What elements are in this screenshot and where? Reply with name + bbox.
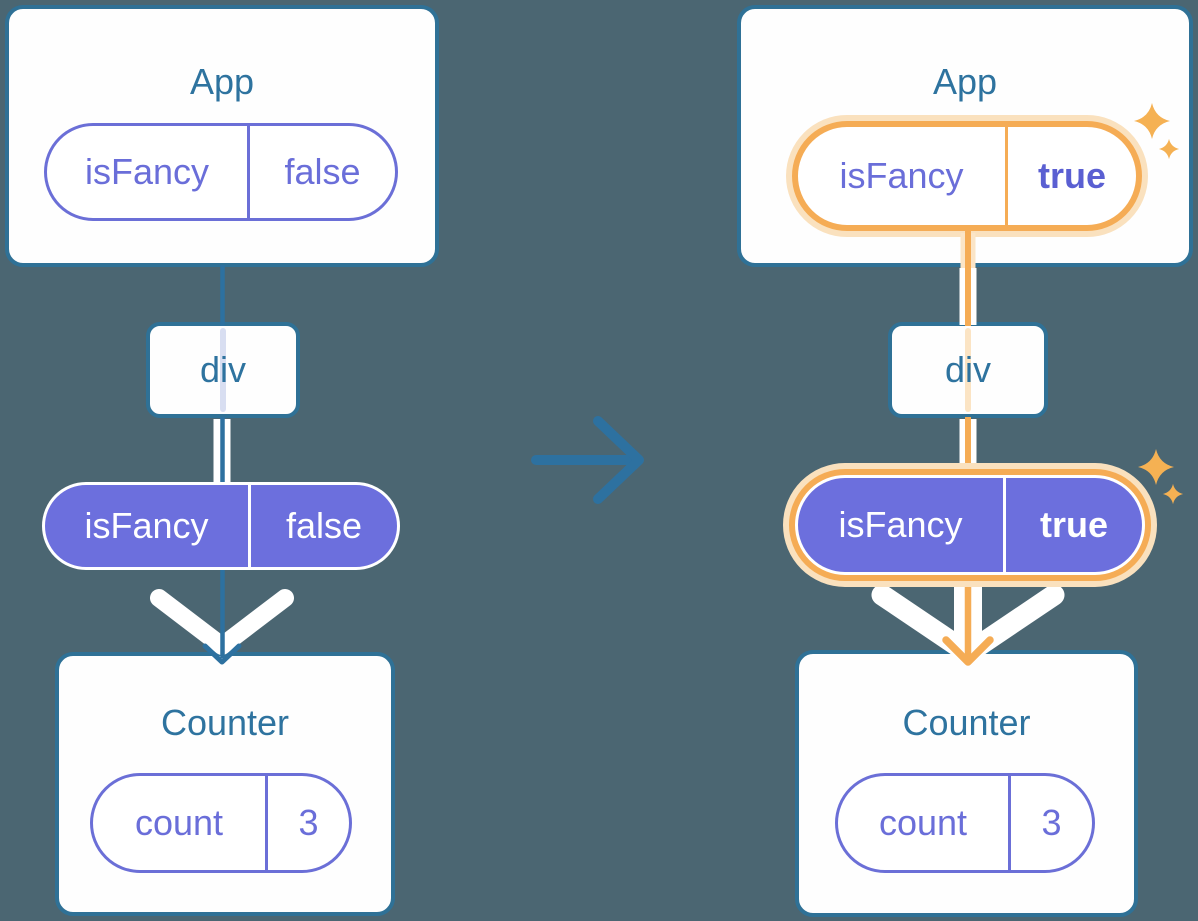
app-title: App [932,61,998,102]
flow-bar-app-div-after [959,268,977,325]
flow-arrowhead-white-before [150,589,294,655]
prop-pill-app-after-highlighted: isFancy true [792,121,1142,231]
passthrough-line [965,328,971,412]
counter-title: Counter [160,702,290,743]
state-pill-counter-after: count 3 [835,773,1095,873]
div-box-after: div [888,322,1048,418]
prop-name: isFancy [84,151,210,192]
flow-bar-div-pill-before [213,419,231,486]
div-label: div [944,349,992,390]
state-name: count [878,802,968,843]
prop-name: isFancy [839,155,964,196]
counter-box-after: Counter count 3 [795,650,1138,917]
counter-title: Counter [902,702,1031,743]
sparkle-icon-small-prop [1162,483,1184,505]
app-box-after: App isFancy true [737,5,1193,267]
flow-bar-pill-counter-after [954,584,982,652]
prop-value: true [1005,127,1136,225]
app-box-before: App isFancy false [5,5,439,267]
prop-pill-passed-before: isFancy false [42,482,400,570]
prop-value: true [1003,478,1142,572]
state-value: 3 [265,776,349,870]
div-box-before: div [146,322,300,418]
passthrough-line [220,328,226,412]
state-name: count [134,802,224,843]
prop-pill-passed-after-highlighted: isFancy true [789,469,1151,581]
state-pill-counter-before: count 3 [90,773,352,873]
flow-arrowhead-white-after [871,584,1065,664]
prop-pill-app-before: isFancy false [44,123,398,221]
app-title: App [189,61,255,102]
prop-value: false [247,126,395,218]
sparkle-icon-large-prop [1138,449,1174,485]
div-label: div [199,349,247,390]
transition-arrow-head [593,416,644,504]
counter-box-before: Counter count 3 [55,652,395,916]
prop-value: false [248,485,397,567]
transition-arrow-icon [531,416,644,504]
state-value: 3 [1008,776,1092,870]
prop-name: isFancy [838,504,963,545]
prop-name: isFancy [84,505,209,546]
